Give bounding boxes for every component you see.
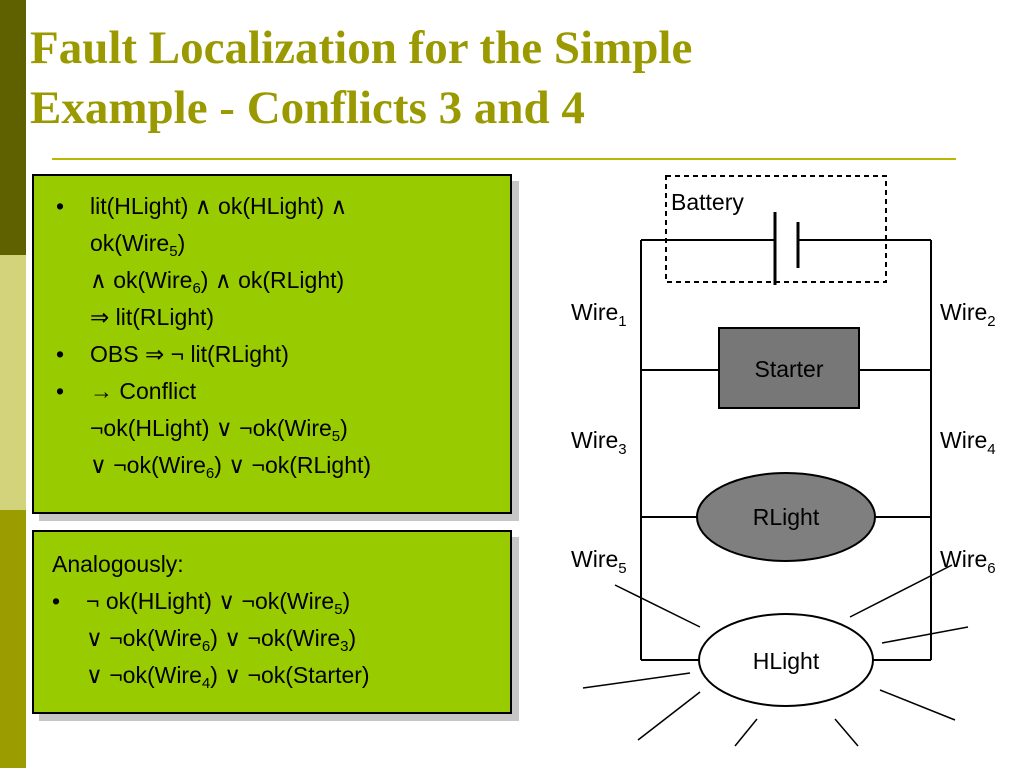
wire6-label: Wire6: [940, 546, 996, 577]
hlight-rays: [582, 564, 969, 747]
slide-title: Fault Localization for the Simple Exampl…: [30, 18, 990, 138]
box2-text: ¬ ok(HLight) ∨ ¬ok(Wire: [86, 588, 335, 614]
box1-text: → Conflict: [90, 378, 197, 404]
box1-text: OBS ⇒ ¬ lit(RLight): [90, 341, 289, 367]
box1-line: ∧ ok(Wire6) ∧ ok(RLight): [56, 262, 504, 299]
box2-line: ∨ ¬ok(Wire4) ∨ ¬ok(Starter): [52, 657, 504, 694]
starter-label: Starter: [754, 356, 823, 382]
bullet: •: [52, 588, 61, 614]
light-ray: [879, 689, 956, 721]
title-line-2: Example - Conflicts 3 and 4: [30, 82, 585, 134]
box1-text: ¬ok(HLight) ∨ ¬ok(Wire: [90, 415, 332, 441]
box2-text: ∨ ¬ok(Wire: [86, 662, 202, 688]
title-line-1: Fault Localization for the Simple: [30, 22, 693, 74]
wire2-label: Wire2: [940, 299, 996, 330]
subscript: 5: [334, 601, 343, 618]
light-ray: [637, 691, 701, 741]
subscript: 6: [192, 280, 201, 297]
hlight-ellipse: [698, 613, 874, 707]
light-ray: [582, 672, 691, 689]
wire4-label: Wire4: [940, 427, 996, 458]
bullet: •: [56, 378, 65, 404]
subscript: 4: [201, 675, 211, 692]
box1-line: ∨ ¬ok(Wire6) ∨ ¬ok(RLight): [56, 447, 504, 484]
subscript: 3: [340, 638, 349, 655]
box1-text: lit(HLight) ∧ ok(HLight) ∧: [90, 193, 348, 219]
sidebar-block-dark: [0, 0, 26, 255]
conflict-4-box: Analogously: • ¬ ok(HLight) ∨ ¬ok(Wire5)…: [32, 530, 512, 714]
box1-text: ∧ ok(Wire: [90, 267, 193, 293]
box2-line: • ¬ ok(HLight) ∨ ¬ok(Wire5): [52, 583, 504, 620]
box1-line: • lit(HLight) ∧ ok(HLight) ∧: [56, 188, 504, 225]
light-ray: [614, 584, 701, 628]
box1-text: ⇒ lit(RLight): [90, 304, 215, 330]
box1-text: ) ∧ ok(RLight): [200, 267, 345, 293]
box2-heading: Analogously:: [52, 551, 184, 577]
light-ray: [881, 626, 969, 644]
bullet: •: [56, 193, 65, 219]
title-underline: [52, 158, 956, 160]
light-ray: [849, 564, 953, 618]
hlight-label: HLight: [753, 648, 820, 674]
box1-text: ok(Wire: [90, 230, 170, 256]
wire5-label: Wire5: [571, 546, 627, 577]
subscript: 6: [201, 638, 211, 655]
box2-line: ∨ ¬ok(Wire6) ∨ ¬ok(Wire3): [52, 620, 504, 657]
box2-text: ∨ ¬ok(Wire: [86, 625, 202, 651]
wire3-label: Wire3: [571, 427, 627, 458]
sidebar-block-mid: [0, 510, 26, 768]
wire1-label: Wire1: [571, 299, 627, 330]
sidebar-block-light: [0, 255, 26, 510]
sidebar-stripe: [0, 0, 26, 768]
box1-line: • OBS ⇒ ¬ lit(RLight): [56, 336, 504, 373]
box1-text: ) ∨ ¬ok(RLight): [214, 452, 372, 478]
box1-text: ): [340, 415, 348, 441]
battery-label: Battery: [671, 189, 744, 215]
light-ray: [734, 718, 758, 747]
box1-text: ∨ ¬ok(Wire: [90, 452, 206, 478]
box2-text: ): [342, 588, 351, 614]
box1-line: • → Conflict: [56, 373, 504, 410]
box1-text: ): [177, 230, 186, 256]
bullet: •: [56, 341, 65, 367]
box1-line: ok(Wire5): [56, 225, 504, 262]
light-ray: [834, 718, 859, 747]
box1-line: ⇒ lit(RLight): [56, 299, 504, 336]
conflict-3-box: • lit(HLight) ∧ ok(HLight) ∧ ok(Wire5) ∧…: [32, 174, 512, 514]
subscript: 5: [331, 428, 341, 445]
box2-text: ) ∨ ¬ok(Starter): [210, 662, 370, 688]
box1-line: ¬ok(HLight) ∨ ¬ok(Wire5): [56, 410, 504, 447]
starter-box: [718, 327, 860, 409]
rlight-ellipse: [696, 472, 876, 562]
box2-text: ): [348, 625, 357, 651]
circuit-wires: [640, 239, 932, 661]
box2-text: ) ∨ ¬ok(Wire: [210, 625, 341, 651]
subscript: 5: [169, 243, 178, 260]
rlight-label: RLight: [753, 504, 820, 530]
subscript: 6: [205, 465, 215, 482]
